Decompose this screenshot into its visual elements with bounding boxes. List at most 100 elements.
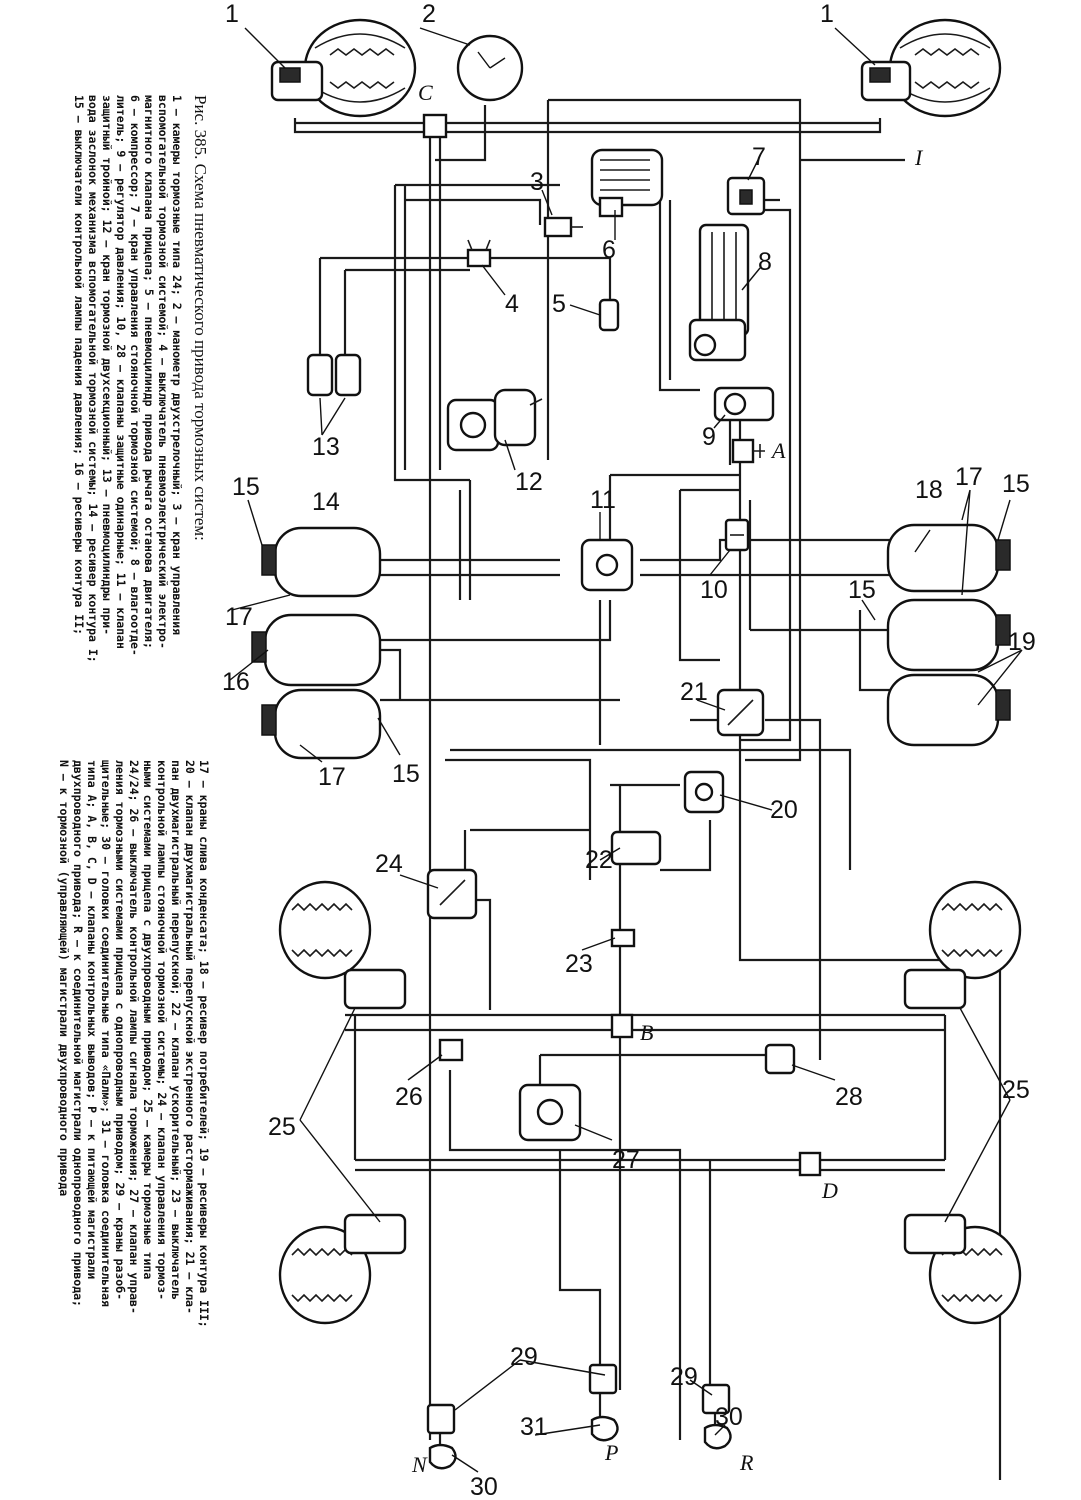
label-17-c: 17 (318, 763, 346, 791)
label-3: 3 (530, 168, 544, 196)
label-19: 19 (1008, 628, 1036, 656)
isolating-cock-n (426, 1403, 456, 1435)
trailer-control-valve-27 (518, 1083, 582, 1142)
caption-line: 20 — клапан двухмагистральный перепускно… (183, 760, 197, 1314)
caption-line: ными системами прицепа с двухпроводным п… (141, 760, 155, 1279)
label-roman-1: I (914, 145, 924, 170)
receiver-18 (886, 523, 1011, 593)
label-2: 2 (422, 0, 436, 28)
label-15-c: 15 (848, 576, 876, 604)
receiver-14 (261, 526, 382, 598)
label-24: 24 (375, 850, 403, 878)
label-27: 27 (612, 1146, 640, 1174)
brake-chamber-rear-2 (903, 880, 1022, 1010)
caption-line: типа А; A, B, C, D — клапаны контрольных… (85, 760, 99, 1279)
compressor (590, 148, 664, 218)
caption-line: литель; 9 — регулятор давления; 10, 28 —… (114, 95, 128, 649)
label-25-right: 25 (1002, 1076, 1030, 1104)
caption-title: Рис. 385. Схема пневматического привода … (191, 95, 210, 541)
caption-line: вспомогательной тормозной системой; 4 — … (156, 95, 170, 649)
protective-valve-triple (580, 538, 634, 592)
label-5: 5 (552, 290, 566, 318)
isolating-cock-p (588, 1363, 618, 1395)
caption-line: защитный тройной; 12 — кран тормозной дв… (100, 95, 114, 635)
receiver-19b (886, 673, 1011, 747)
label-16: 16 (222, 668, 250, 696)
label-25-left: 25 (268, 1113, 296, 1141)
caption-line: ления тормозными системами прицепа с одн… (113, 760, 127, 1300)
label-28: 28 (835, 1083, 863, 1111)
label-b: B (640, 1020, 653, 1045)
label-r: R (739, 1450, 754, 1475)
parking-brake-valve (726, 176, 766, 216)
label-1-right: 1 (820, 0, 834, 28)
caption-line: 17 — краны слива конденсата; 18 — ресиве… (197, 760, 211, 1328)
coupling-head-n (428, 1443, 457, 1470)
label-8: 8 (758, 248, 772, 276)
caption-line: 1 — камеры тормозные типа 24; 2 — маноме… (170, 95, 184, 635)
caption-line: 6 — компрессор; 7 — кран управления стоя… (128, 95, 142, 656)
label-p: P (604, 1440, 618, 1465)
aux-brake-valve (543, 216, 583, 238)
caption-line: контрольной лампы стояночной тормозной с… (155, 760, 169, 1300)
callout-labels: 1 2 1 C I 3 6 7 8 4 5 9 A 13 12 15 11 10… (222, 0, 1036, 1500)
label-15-d: 15 (392, 760, 420, 788)
label-15-a: 15 (232, 473, 260, 501)
exhaust-brake-cylinders (306, 353, 362, 397)
pneumoelectric-switch (466, 239, 492, 268)
label-4: 4 (505, 290, 519, 318)
brake-chamber-rear-3 (278, 1213, 407, 1325)
receiver-16a (251, 613, 382, 687)
label-14: 14 (312, 488, 340, 516)
stop-lamp-switch-26 (438, 1038, 464, 1062)
label-30-r: 30 (715, 1403, 743, 1431)
parking-lamp-switch-23 (610, 928, 636, 948)
engine-stop-cylinder (598, 298, 620, 332)
caption-line: двухпроводного привода; R — к соединител… (71, 760, 85, 1307)
relay-valve-22 (610, 830, 662, 866)
label-29-b: 29 (670, 1363, 698, 1391)
test-valve-a (731, 438, 765, 464)
label-1-left: 1 (225, 0, 239, 28)
label-15-b: 15 (1002, 470, 1030, 498)
caption-line: щительные; 30 — головки соединительные т… (99, 760, 113, 1307)
bypass-valve-21 (716, 688, 765, 737)
label-30-n: 30 (470, 1473, 498, 1500)
coupling-head-r (703, 1423, 732, 1450)
caption-right: 17 — краны слива конденсата; 18 — ресиве… (57, 760, 211, 1328)
label-31: 31 (520, 1413, 548, 1441)
caption-line: вода заслонок механизма вспомогательной … (86, 95, 100, 663)
label-29-a: 29 (510, 1343, 538, 1371)
label-12: 12 (515, 468, 543, 496)
label-11: 11 (590, 486, 616, 514)
label-6: 6 (602, 236, 616, 264)
label-d: D (821, 1178, 838, 1203)
caption-left: Рис. 385. Схема пневматического привода … (72, 95, 210, 663)
isolating-cock-r (701, 1383, 731, 1415)
brake-chamber-rear-4 (903, 1213, 1022, 1325)
moisture-separator (688, 223, 750, 362)
brake-chamber-front-left (270, 18, 417, 118)
label-10: 10 (700, 576, 728, 604)
caption-line: пан двухмагистральный перепускной; 22 — … (169, 760, 183, 1300)
trailer-control-valve-24 (426, 868, 478, 920)
brake-chamber-front-right (860, 18, 1002, 118)
release-valve-20 (683, 770, 725, 814)
label-9: 9 (702, 423, 716, 451)
label-7: 7 (752, 143, 766, 171)
label-c: C (418, 80, 433, 105)
pressure-gauge (456, 34, 524, 102)
caption-line: 24/24; 26 — выключатель контрольной ламп… (127, 760, 141, 1314)
label-17-a: 17 (225, 603, 253, 631)
label-17-b: 17 (955, 463, 983, 491)
label-20: 20 (770, 796, 798, 824)
pressure-regulator (713, 386, 775, 422)
coupling-head-p (590, 1415, 619, 1442)
label-a: A (770, 438, 786, 463)
label-21: 21 (680, 678, 708, 706)
label-26: 26 (395, 1083, 423, 1111)
label-13: 13 (312, 433, 340, 461)
caption-line: магнитного клапана прицепа; 5 — пневмоци… (142, 95, 156, 649)
brake-valve-two-section (446, 388, 543, 452)
